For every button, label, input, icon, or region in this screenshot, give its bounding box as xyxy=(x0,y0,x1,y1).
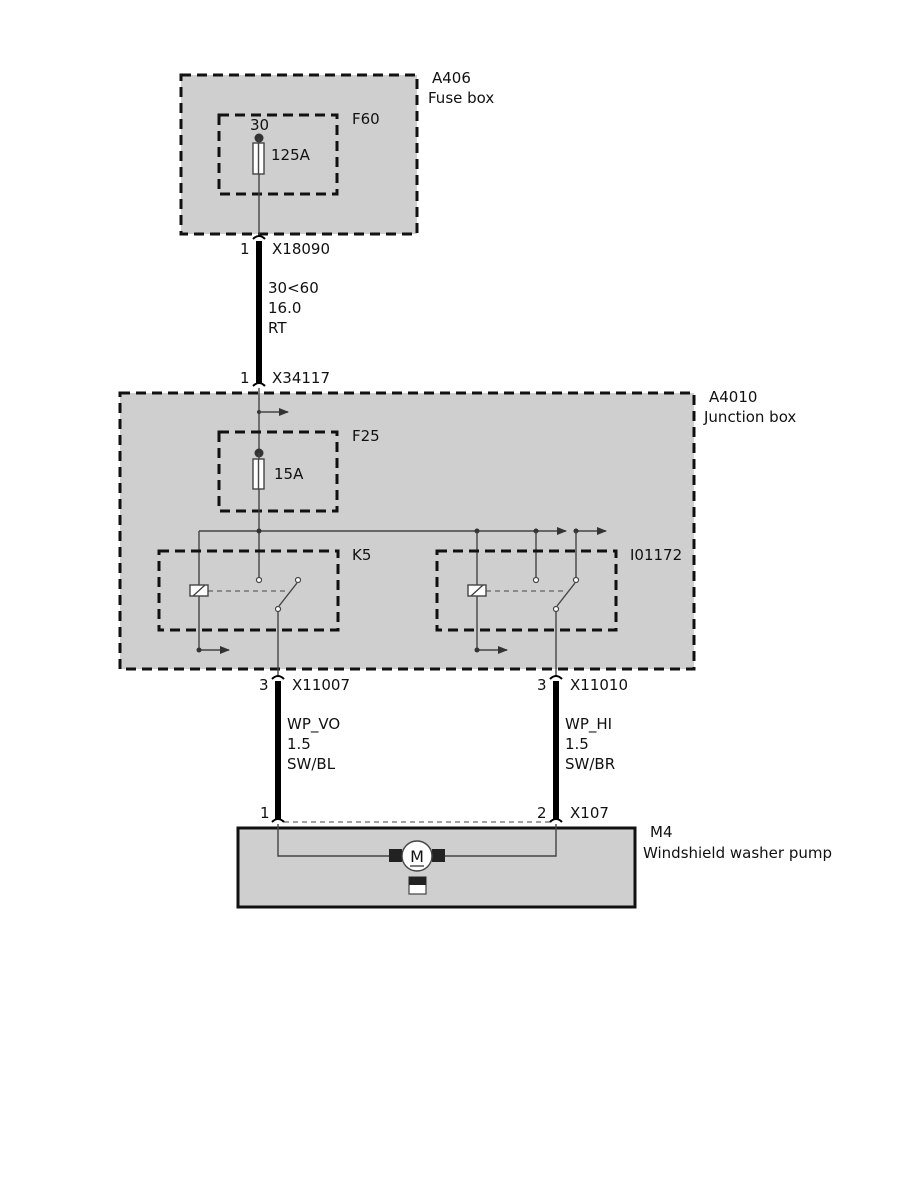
fuse-f25-rating: 15A xyxy=(274,465,304,483)
fuse-box-name: Fuse box xyxy=(428,89,494,107)
fuse-f60-id: F60 xyxy=(352,110,380,128)
fuse-f60-terminal: 30 xyxy=(250,116,269,134)
wire-left-connector-top: X11007 xyxy=(292,676,350,694)
relay-k5-switch-icon xyxy=(278,582,298,607)
connector-x18090-icon xyxy=(252,235,266,240)
wire-right-size: 1.5 xyxy=(565,735,589,753)
wire-top-circuit: 30<60 xyxy=(268,279,319,297)
motor-icon xyxy=(401,840,433,872)
fuse-f60: F60 30 125A xyxy=(217,110,380,236)
pump-id: M4 xyxy=(650,823,673,841)
wire-right-color: SW/BR xyxy=(565,755,615,773)
connector-x34117-icon xyxy=(252,382,266,387)
fuse-f60-rating: 125A xyxy=(271,146,311,164)
wire-right: 3 X11010 WP_HI 1.5 SW/BR 2 xyxy=(537,675,628,823)
wire-left-pin-bottom: 1 xyxy=(260,804,270,822)
wire-top: 1 X18090 30<60 16.0 RT 1 X34117 xyxy=(240,235,330,387)
relay-i01172-switch-icon xyxy=(556,582,576,607)
relay-k5-id: K5 xyxy=(352,546,371,564)
relay-i01172-id: I01172 xyxy=(630,546,682,564)
junction-box-name: Junction box xyxy=(703,408,796,426)
wire-left-size: 1.5 xyxy=(287,735,311,753)
wire-top-pin-bottom: 1 xyxy=(240,369,250,387)
fuse-box-a406: A406 Fuse box xyxy=(179,69,494,236)
fuse-f25-id: F25 xyxy=(352,427,380,445)
wire-top-connector-top: X18090 xyxy=(272,240,330,258)
connector-x11007-icon xyxy=(271,675,285,680)
wire-top-size: 16.0 xyxy=(268,299,301,317)
fuse-f25: F25 15A xyxy=(217,427,380,513)
motor-symbol: M xyxy=(410,847,424,866)
wire-left-color: SW/BL xyxy=(287,755,336,773)
connector-x11010-icon xyxy=(549,675,563,680)
junction-box-id: A4010 xyxy=(709,388,757,406)
wire-left-pin-top: 3 xyxy=(259,676,269,694)
wire-top-connector-bottom: X34117 xyxy=(272,369,330,387)
wire-top-color: RT xyxy=(268,319,287,337)
wire-right-circuit: WP_HI xyxy=(565,715,612,734)
washer-pump-m4: M4 Windshield washer pump M xyxy=(236,823,832,909)
wire-right-connector-top: X11010 xyxy=(570,676,628,694)
wire-top-pin-top: 1 xyxy=(240,240,250,258)
fuse-box-id: A406 xyxy=(432,69,471,87)
wire-right-pin-bottom: 2 xyxy=(537,804,547,822)
wire-right-pin-top: 3 xyxy=(537,676,547,694)
wire-left-circuit: WP_VO xyxy=(287,715,340,734)
connector-x107-pin1-icon xyxy=(271,818,285,823)
motor-connector-id: X107 xyxy=(570,804,609,822)
relay-k5: K5 xyxy=(157,546,371,676)
connector-x107-pin2-icon xyxy=(549,818,563,823)
relay-i01172: I01172 xyxy=(435,546,682,676)
pump-name: Windshield washer pump xyxy=(643,844,832,862)
wire-left: 3 X11007 WP_VO 1.5 SW/BL 1 xyxy=(259,675,350,823)
junction-box-a4010: A4010 Junction box xyxy=(118,388,796,671)
